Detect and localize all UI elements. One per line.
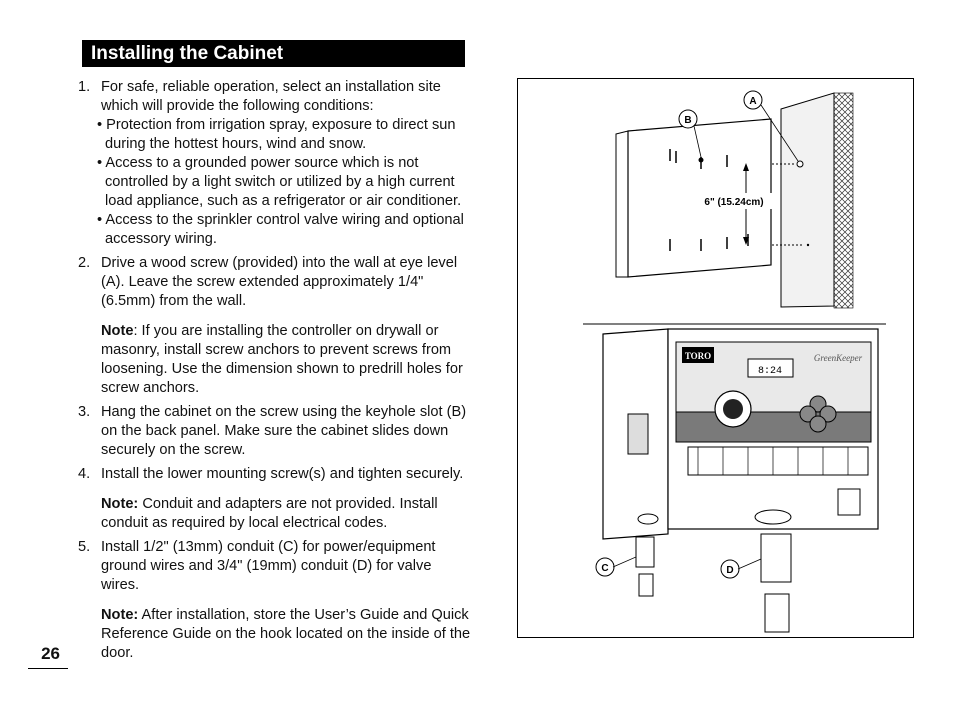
svg-text:D: D xyxy=(726,565,733,576)
toro-logo-badge xyxy=(682,347,714,363)
note-text: Conduit and adapters are not provided. I… xyxy=(101,496,438,531)
installation-illustration: 6" (15.24cm) A B TORO GreenKeeper 8:24 xyxy=(583,90,886,633)
section-title: Installing the Cabinet xyxy=(82,40,465,67)
step-text: Drive a wood screw (provided) into the w… xyxy=(101,255,458,309)
note-label: Note: xyxy=(101,607,139,623)
step-text: Install the lower mounting screw(s) and … xyxy=(101,466,464,482)
step-number: 1. xyxy=(78,79,91,95)
step-number: 3. xyxy=(78,404,91,420)
step-5: 5. Install 1/2" (13mm) conduit (C) for p… xyxy=(78,538,473,663)
note-text: After installation, store the User’s Gui… xyxy=(101,607,471,661)
brand-label: TORO xyxy=(685,351,711,361)
note-label: Note: xyxy=(101,496,139,512)
conduit-c: C xyxy=(595,536,655,597)
list-item: • Protection from irrigation spray, expo… xyxy=(97,117,456,152)
installation-figure: 6" (15.24cm) A B TORO GreenKeeper 8:24 xyxy=(517,78,914,638)
note: Note: Conduit and adapters are not provi… xyxy=(101,495,473,533)
dimension-label: 6" (15.24cm) xyxy=(704,197,763,208)
step-text: For safe, reliable operation, select an … xyxy=(101,79,441,114)
display-readout: 8:24 xyxy=(758,366,782,377)
note-label: Note xyxy=(101,323,134,339)
step-3: 3. Hang the cabinet on the screw using t… xyxy=(78,403,473,460)
svg-text:B: B xyxy=(684,115,691,126)
note: Note: If you are installing the controll… xyxy=(101,322,473,398)
note: Note: After installation, store the User… xyxy=(101,606,473,663)
instructions: 1. For safe, reliable operation, select … xyxy=(78,78,473,668)
svg-text:A: A xyxy=(749,96,756,107)
step-number: 5. xyxy=(78,539,91,555)
callout-a: A xyxy=(743,90,799,162)
step-2: 2. Drive a wood screw (provided) into th… xyxy=(78,254,473,398)
list-item: • Access to a grounded power source whic… xyxy=(97,155,462,209)
conditions-list: • Protection from irrigation spray, expo… xyxy=(97,116,473,249)
transformer xyxy=(627,413,649,455)
step-4: 4. Install the lower mounting screw(s) a… xyxy=(78,465,473,533)
step-text: Hang the cabinet on the screw using the … xyxy=(101,404,467,458)
callout-b: B xyxy=(678,109,702,158)
dimension-line: 6" (15.24cm) xyxy=(693,163,775,245)
svg-text:C: C xyxy=(601,563,608,574)
step-1: 1. For safe, reliable operation, select … xyxy=(78,78,473,249)
list-item: • Access to the sprinkler control valve … xyxy=(97,212,464,247)
controller-cabinet: TORO GreenKeeper 8:24 xyxy=(602,328,879,540)
note-text: : If you are installing the controller o… xyxy=(101,323,463,396)
step-text: Install 1/2" (13mm) conduit (C) for powe… xyxy=(101,539,436,593)
step-number: 2. xyxy=(78,255,91,271)
step-number: 4. xyxy=(78,466,91,482)
wall xyxy=(748,92,854,309)
conduit-d: D xyxy=(720,533,792,633)
model-label: GreenKeeper xyxy=(814,353,863,363)
page-number: 26 xyxy=(28,644,68,669)
